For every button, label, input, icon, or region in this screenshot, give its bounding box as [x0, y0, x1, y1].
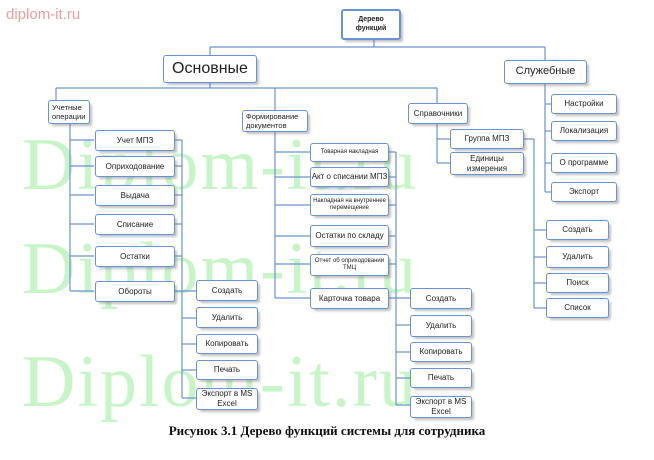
node-item: Накладная на внутреннее перемещение — [310, 194, 389, 216]
node-group-accounting: Учетные операции — [48, 100, 90, 124]
node-subitem: Поиск — [546, 273, 609, 293]
node-item: Товарная накладная — [310, 143, 389, 162]
node-group-documents: Формирование документов — [242, 110, 308, 132]
node-item: Остатки по складу — [310, 225, 389, 247]
node-subitem: Создать — [546, 220, 609, 240]
node-subitem: Список — [546, 298, 609, 318]
node-item: Выдача — [95, 185, 175, 206]
node-root: Дерево функций — [341, 9, 401, 40]
node-item: Экспорт — [551, 182, 617, 202]
node-subitem: Экспорт в MS Excel — [410, 396, 472, 418]
node-subitem: Копировать — [196, 334, 258, 354]
figure-caption: Рисунок 3.1 Дерево функций системы для с… — [168, 423, 486, 438]
node-service: Служебные — [504, 60, 587, 84]
node-item: Обороты — [95, 281, 175, 302]
node-subitem: Удалить — [546, 246, 609, 268]
node-group-references: Справочники — [408, 103, 468, 124]
node-item: Отчет об оприходовании ТМЦ — [310, 254, 389, 276]
node-subitem: Печать — [196, 360, 258, 380]
node-item: О программе — [551, 153, 617, 173]
node-subitem: Удалить — [410, 315, 472, 337]
node-subitem: Экспорт в MS Excel — [196, 388, 258, 410]
node-subitem: Создать — [410, 288, 472, 309]
node-item: Карточка товара — [310, 288, 389, 309]
node-item: Единицы измерения — [450, 152, 524, 175]
site-label: diplom-it.ru — [6, 6, 81, 23]
node-subitem: Копировать — [410, 342, 472, 362]
node-item: Группа МПЗ — [450, 129, 524, 149]
node-main: Основные — [163, 55, 257, 83]
node-item: Оприходование — [95, 156, 175, 177]
node-subitem: Печать — [410, 368, 472, 388]
node-subitem: Удалить — [196, 307, 258, 328]
node-item: Списание — [95, 214, 175, 235]
node-item: Локализация — [551, 121, 617, 141]
node-item: Настройки — [551, 94, 617, 114]
node-item: Акт о списании МПЗ — [310, 167, 389, 187]
node-item: Остатки — [95, 246, 175, 267]
node-subitem: Создать — [196, 280, 258, 301]
node-item: Учет МПЗ — [95, 130, 175, 151]
